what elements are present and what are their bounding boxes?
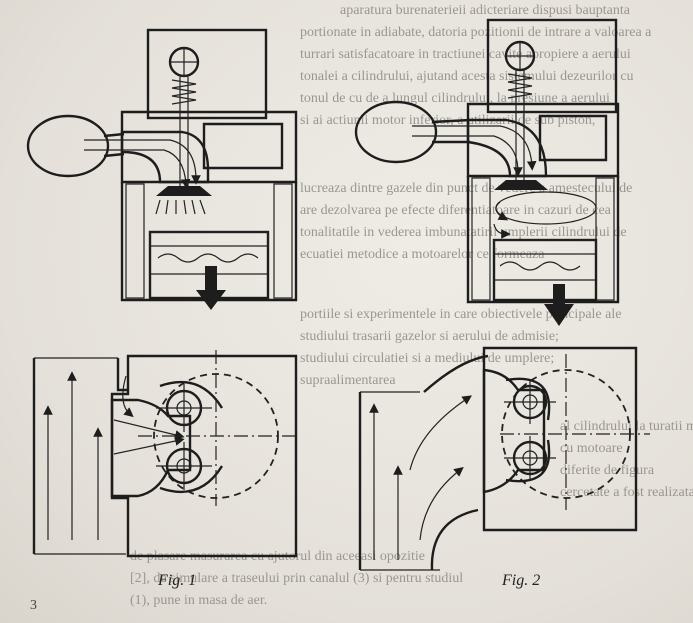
background-text-line: studiului circulatiei si a mediului de u… xyxy=(300,351,554,366)
fig1-valve-cover xyxy=(146,28,268,120)
fig2-swirl-path xyxy=(495,191,597,225)
background-text-line: [2], de simulare a traseului prin canalu… xyxy=(130,571,463,586)
background-text-line: diferite de figura xyxy=(560,463,655,478)
fig2-down-arrow-icon xyxy=(544,304,574,326)
background-text-line: cercetate a fost realizata in xyxy=(560,485,693,500)
background-text-line: supraalimentarea xyxy=(300,373,396,388)
background-text-line: turrari satisfacatoare in tractiunei cav… xyxy=(300,47,631,62)
fig1-engine-section xyxy=(26,28,298,310)
background-text-line: tonalei a cilindrului, ajutand acesta si… xyxy=(300,69,634,84)
fig2-head-plan xyxy=(482,346,638,532)
background-text-line: are dezolvarea pe efecte diferentiatoare… xyxy=(300,203,612,218)
background-text-line: aparatura burenaterieii adicteriare disp… xyxy=(340,3,631,18)
background-text-line: portionate in adiabate, datoria pozition… xyxy=(300,25,652,40)
fig1-valve-head xyxy=(156,186,212,196)
fig2-piston xyxy=(492,238,598,302)
fig2-caption: Fig. 2 xyxy=(502,572,541,589)
background-text-line: al cilindrului la turatii mari xyxy=(560,419,693,434)
fig1-caption: Fig. 1 xyxy=(158,572,197,589)
fig2-valve-head xyxy=(494,180,548,190)
background-text-line: (1), pune in masa de aer. xyxy=(130,593,267,608)
fig2-plan-view xyxy=(358,346,650,571)
fig1-valve-spring xyxy=(171,79,197,105)
fig2-intake-plenum xyxy=(354,100,438,164)
fig1-down-arrow-icon xyxy=(196,290,226,310)
background-text-line: ecuatiei metodice a motoarelor ce formea… xyxy=(300,247,545,262)
background-text-line: tonalitatile in vederea imbunatatirii um… xyxy=(300,225,627,240)
background-text-line: tonul de cu de a lungul cilindrului, la … xyxy=(300,91,610,106)
fig2-engine-section xyxy=(354,18,620,326)
fig2-valve-cover xyxy=(486,18,618,114)
background-text-line: cu motoare xyxy=(560,441,623,456)
fig1-intake-plenum xyxy=(26,114,110,178)
fig1-plan-view xyxy=(32,350,300,558)
background-text-line: portiile si experimentele in care obiect… xyxy=(300,307,621,322)
background-text-line: studiului trasarii gazelor si aerului de… xyxy=(300,329,559,344)
page-number: 3 xyxy=(30,598,37,613)
fig1-head-plan xyxy=(110,354,298,558)
